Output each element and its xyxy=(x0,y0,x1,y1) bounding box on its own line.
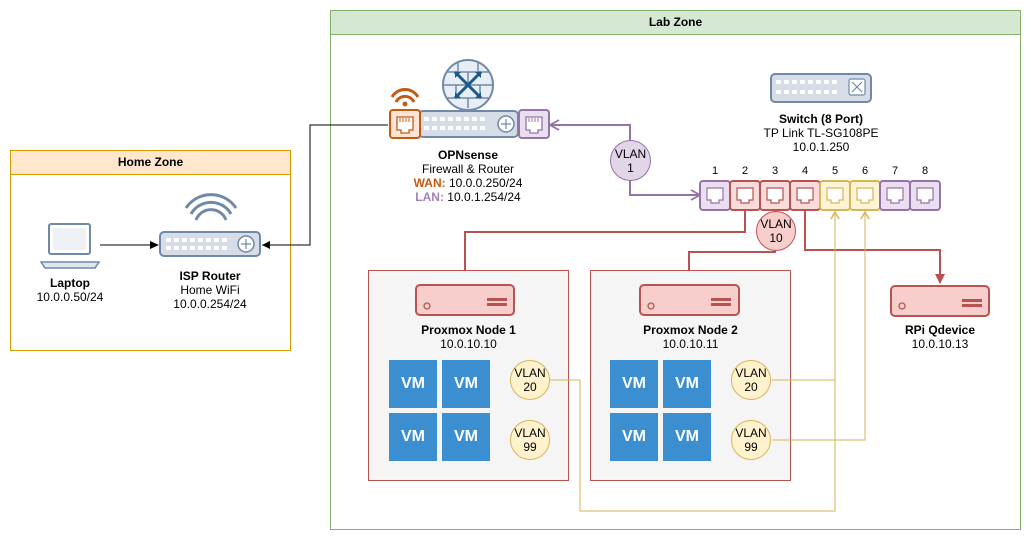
isp-router-ip: 10.0.0.254/24 xyxy=(173,297,247,311)
vlan-1-num: 1 xyxy=(627,160,634,175)
link-isp-opnsense xyxy=(262,124,388,246)
proxmox-node-2-name: Proxmox Node 2 xyxy=(643,323,738,337)
switch-port-1 xyxy=(699,180,731,211)
switch-port-8 xyxy=(909,180,941,211)
vlan-10-num: 10 xyxy=(769,231,783,245)
link-port2-node1 xyxy=(464,210,746,270)
lan-label: LAN: xyxy=(415,190,444,204)
vlan-10-badge: VLAN 10 xyxy=(756,211,796,251)
node-1-vlan-20-text: VLAN xyxy=(514,366,546,380)
home-zone-title: Home Zone xyxy=(11,151,290,175)
node-2-vlan-20-text: VLAN xyxy=(735,366,767,380)
proxmox-node-1-ip: 10.0.10.10 xyxy=(440,337,497,351)
node-2-vlan-20-badge: VLAN 20 xyxy=(731,360,771,400)
isp-router-label: ISP Router Home WiFi 10.0.0.254/24 xyxy=(150,269,270,311)
proxmox-node-1-label: Proxmox Node 1 10.0.10.10 xyxy=(368,323,569,351)
opnsense-lan: LAN: 10.0.1.254/24 xyxy=(388,190,548,204)
opnsense-wan: WAN: 10.0.0.250/24 xyxy=(388,176,548,190)
laptop-name: Laptop xyxy=(50,276,90,290)
vm-tile: VM xyxy=(389,360,437,408)
opnsense-label: OPNsense Firewall & Router WAN: 10.0.0.2… xyxy=(388,148,548,204)
isp-router-name: ISP Router xyxy=(179,269,241,283)
laptop-ip: 10.0.0.50/24 xyxy=(36,290,104,304)
port-number-6: 6 xyxy=(861,165,869,177)
vm-tile: VM xyxy=(610,413,658,461)
link-port4-rpi xyxy=(804,210,945,284)
switch-model: TP Link TL-SG108PE xyxy=(763,126,879,140)
switch-port-6 xyxy=(849,180,881,211)
vm-tile: VM xyxy=(663,413,711,461)
switch-ports xyxy=(699,180,941,211)
proxmox-node-1-name: Proxmox Node 1 xyxy=(421,323,516,337)
rpi-name: RPi Qdevice xyxy=(904,323,976,337)
lan-ip: 10.0.1.254/24 xyxy=(447,190,521,204)
node-2-vlan-99-num: 99 xyxy=(744,440,758,454)
switch-label: Switch (8 Port) TP Link TL-SG108PE 10.0.… xyxy=(741,112,901,154)
node-1-vlan-99-badge: VLAN 99 xyxy=(510,420,550,460)
laptop-label: Laptop 10.0.0.50/24 xyxy=(20,276,120,304)
opnsense-icon xyxy=(389,59,550,139)
vm-tile: VM xyxy=(442,360,490,408)
port-number-2: 2 xyxy=(741,165,749,177)
node-2-vlan-99-text: VLAN xyxy=(735,426,767,440)
node-1-vlan-99-text: VLAN xyxy=(514,426,546,440)
node-1-vlan-99-num: 99 xyxy=(523,440,537,454)
opnsense-desc: Firewall & Router xyxy=(421,162,515,176)
proxmox-node-2-label: Proxmox Node 2 10.0.10.11 xyxy=(590,323,791,351)
wan-ip: 10.0.0.250/24 xyxy=(448,176,523,190)
vm-tile: VM xyxy=(442,413,490,461)
node-1-vlan-20-num: 20 xyxy=(523,380,537,394)
wan-label: WAN: xyxy=(413,176,446,190)
switch-port-3 xyxy=(759,180,791,211)
vlan-1-text: VLAN xyxy=(614,146,647,161)
rpi-label: RPi Qdevice 10.0.10.13 xyxy=(880,323,1000,351)
port-number-7: 7 xyxy=(891,165,899,177)
laptop-icon xyxy=(39,223,101,269)
vm-tile: VM xyxy=(663,360,711,408)
port-number-5: 5 xyxy=(831,165,839,177)
rpi-server-icon xyxy=(890,285,990,317)
switch-port-2 xyxy=(729,180,761,211)
switch-port-5 xyxy=(819,180,851,211)
port-number-3: 3 xyxy=(771,165,779,177)
switch-name: Switch (8 Port) xyxy=(778,112,863,126)
isp-router-icon xyxy=(159,193,261,257)
port-number-4: 4 xyxy=(801,165,809,177)
port-number-8: 8 xyxy=(921,165,929,177)
lab-zone-title: Lab Zone xyxy=(331,11,1020,35)
rpi-ip: 10.0.10.13 xyxy=(911,337,969,351)
port-number-1: 1 xyxy=(711,165,719,177)
proxmox-node-2-server-icon xyxy=(639,284,740,316)
switch-icon xyxy=(770,73,872,103)
vlan-10-text: VLAN xyxy=(760,217,792,231)
isp-router-desc: Home WiFi xyxy=(180,283,240,297)
vm-tile: VM xyxy=(610,360,658,408)
proxmox-node-2-ip: 10.0.10.11 xyxy=(662,337,719,351)
node-2-vlan-20-num: 20 xyxy=(744,380,758,394)
vm-tile: VM xyxy=(389,413,437,461)
opnsense-name: OPNsense xyxy=(437,148,499,162)
switch-ip: 10.0.1.250 xyxy=(792,140,850,154)
switch-port-4 xyxy=(789,180,821,211)
link-node2-vlan99 xyxy=(772,212,866,441)
proxmox-node-1-server-icon xyxy=(415,284,515,316)
node-2-vlan-99-badge: VLAN 99 xyxy=(731,420,771,460)
switch-port-7 xyxy=(879,180,911,211)
link-node1-vlan20 xyxy=(550,212,836,512)
node-1-vlan-20-badge: VLAN 20 xyxy=(510,360,550,400)
vlan-1-badge: VLAN 1 xyxy=(610,140,651,181)
